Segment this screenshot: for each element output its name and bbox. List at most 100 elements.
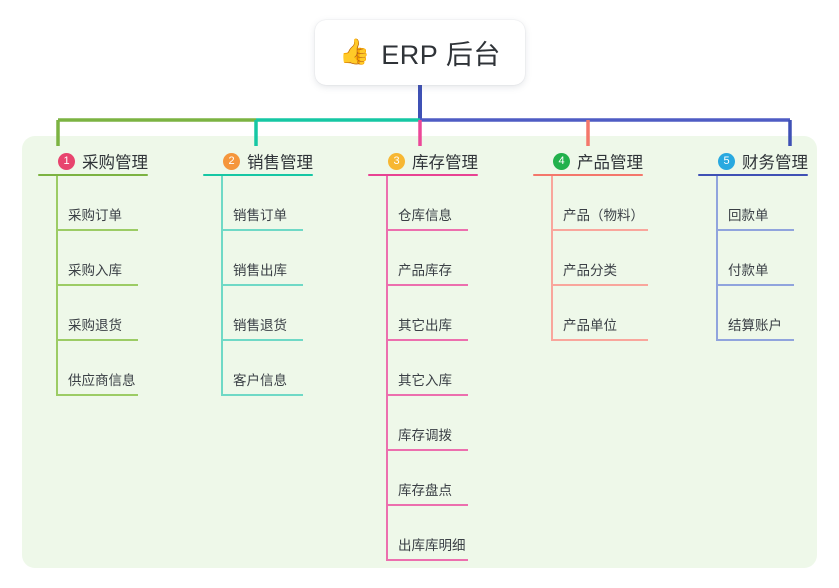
branch-header-2[interactable]: 2 销售管理 [203, 146, 313, 176]
branch-header-rule-5 [698, 173, 808, 176]
branch-title-3: 库存管理 [412, 154, 478, 172]
branch-item-label: 产品分类 [563, 263, 617, 278]
branch-item[interactable]: 供应商信息 [38, 341, 138, 396]
branch-item-rule [221, 284, 303, 286]
branch-item[interactable]: 产品库存 [368, 231, 468, 286]
branch-item-label: 销售退货 [233, 318, 287, 333]
branch-item-label: 付款单 [728, 263, 769, 278]
branch-spine-5 [716, 176, 718, 341]
branch-spine-3 [386, 176, 388, 561]
root-node[interactable]: 👍 ERP 后台 [315, 20, 525, 85]
branch-item-label: 销售出库 [233, 263, 287, 278]
root-node-title: ERP 后台 [381, 40, 501, 70]
branch-item[interactable]: 采购退货 [38, 286, 138, 341]
branch-item[interactable]: 其它出库 [368, 286, 468, 341]
branch-item-label: 其它入库 [398, 373, 452, 388]
branch-item-rule [386, 339, 468, 341]
branch-items-5: 回款单付款单结算账户 [698, 176, 808, 341]
branch-item[interactable]: 销售订单 [203, 176, 303, 231]
branch-item-label: 客户信息 [233, 373, 287, 388]
branch-item-rule [386, 559, 468, 561]
branch-header-5[interactable]: 5 财务管理 [698, 146, 808, 176]
branch-header-1[interactable]: 1 采购管理 [38, 146, 148, 176]
branch-badge-4: 4 [553, 152, 570, 170]
branch-column-1: 1 采购管理采购订单采购入库采购退货供应商信息 [38, 146, 148, 396]
branch-spine-4 [551, 176, 553, 341]
thumbs-up-icon: 👍 [339, 38, 371, 66]
branch-spine-2 [221, 176, 223, 396]
branch-item[interactable]: 库存调拨 [368, 396, 468, 451]
branch-item-label: 销售订单 [233, 208, 287, 223]
branch-header-4[interactable]: 4 产品管理 [533, 146, 643, 176]
branch-item-label: 仓库信息 [398, 208, 452, 223]
branch-item[interactable]: 结算账户 [698, 286, 794, 341]
branch-item[interactable]: 出库库明细 [368, 506, 468, 561]
branch-items-1: 采购订单采购入库采购退货供应商信息 [38, 176, 148, 396]
branch-item[interactable]: 库存盘点 [368, 451, 468, 506]
branch-item-label: 供应商信息 [68, 373, 136, 388]
branch-item-label: 回款单 [728, 208, 769, 223]
diagram-panel [22, 136, 817, 568]
branch-item-label: 结算账户 [728, 318, 782, 333]
branch-badge-1: 1 [58, 152, 75, 170]
branch-item-rule [551, 339, 648, 341]
branch-title-2: 销售管理 [247, 154, 313, 172]
branch-item[interactable]: 产品分类 [533, 231, 648, 286]
branch-column-3: 3 库存管理仓库信息产品库存其它出库其它入库库存调拨库存盘点出库库明细 [368, 146, 478, 561]
branch-items-4: 产品（物料） 产品分类产品单位 [533, 176, 648, 341]
branch-item-rule [716, 284, 794, 286]
branch-item-label: 库存调拨 [398, 428, 452, 443]
branch-item-rule [56, 339, 138, 341]
branch-item[interactable]: 采购订单 [38, 176, 138, 231]
branch-header-rule-2 [203, 173, 313, 176]
branch-item-rule [56, 394, 138, 396]
branch-item[interactable]: 销售退货 [203, 286, 303, 341]
branch-header-rule-4 [533, 173, 643, 176]
branch-item-rule [386, 394, 468, 396]
branch-item-label: 库存盘点 [398, 483, 452, 498]
branch-item-label: 采购入库 [68, 263, 122, 278]
branch-column-4: 4 产品管理产品（物料） 产品分类产品单位 [533, 146, 648, 341]
branch-badge-3: 3 [388, 152, 405, 170]
branch-item-label: 产品单位 [563, 318, 617, 333]
branch-badge-5: 5 [718, 152, 735, 170]
branch-item[interactable]: 采购入库 [38, 231, 138, 286]
branch-item[interactable]: 回款单 [698, 176, 794, 231]
branch-item[interactable]: 产品单位 [533, 286, 648, 341]
branch-column-5: 5 财务管理回款单付款单结算账户 [698, 146, 808, 341]
branch-column-2: 2 销售管理销售订单销售出库销售退货客户信息 [203, 146, 313, 396]
branch-items-3: 仓库信息产品库存其它出库其它入库库存调拨库存盘点出库库明细 [368, 176, 478, 561]
branch-items-2: 销售订单销售出库销售退货客户信息 [203, 176, 313, 396]
branch-item-rule [221, 229, 303, 231]
branch-title-5: 财务管理 [742, 154, 808, 172]
branch-header-rule-3 [368, 173, 478, 176]
root-node-content: 👍 ERP 后台 [339, 33, 501, 72]
branch-item-rule [221, 394, 303, 396]
branch-item-rule [56, 229, 138, 231]
branch-item-rule [221, 339, 303, 341]
branch-item-rule [716, 339, 794, 341]
branch-item[interactable]: 仓库信息 [368, 176, 468, 231]
branch-item-rule [56, 284, 138, 286]
branch-item-rule [716, 229, 794, 231]
branch-item-label: 采购退货 [68, 318, 122, 333]
branch-title-1: 采购管理 [82, 154, 148, 172]
branch-item[interactable]: 客户信息 [203, 341, 303, 396]
branch-header-3[interactable]: 3 库存管理 [368, 146, 478, 176]
branch-item[interactable]: 产品（物料） [533, 176, 648, 231]
branch-badge-2: 2 [223, 152, 240, 170]
branch-item-label: 其它出库 [398, 318, 452, 333]
branch-title-4: 产品管理 [577, 154, 643, 172]
branch-item-rule [551, 229, 648, 231]
branch-item-rule [386, 229, 468, 231]
branch-item-label: 出库库明细 [398, 538, 466, 553]
branch-item[interactable]: 销售出库 [203, 231, 303, 286]
branch-item-rule [551, 284, 648, 286]
branch-item-label: 采购订单 [68, 208, 122, 223]
branch-item[interactable]: 付款单 [698, 231, 794, 286]
branch-item-label: 产品库存 [398, 263, 452, 278]
branch-item-rule [386, 449, 468, 451]
branch-item[interactable]: 其它入库 [368, 341, 468, 396]
branch-item-label: 产品（物料） [563, 208, 644, 223]
